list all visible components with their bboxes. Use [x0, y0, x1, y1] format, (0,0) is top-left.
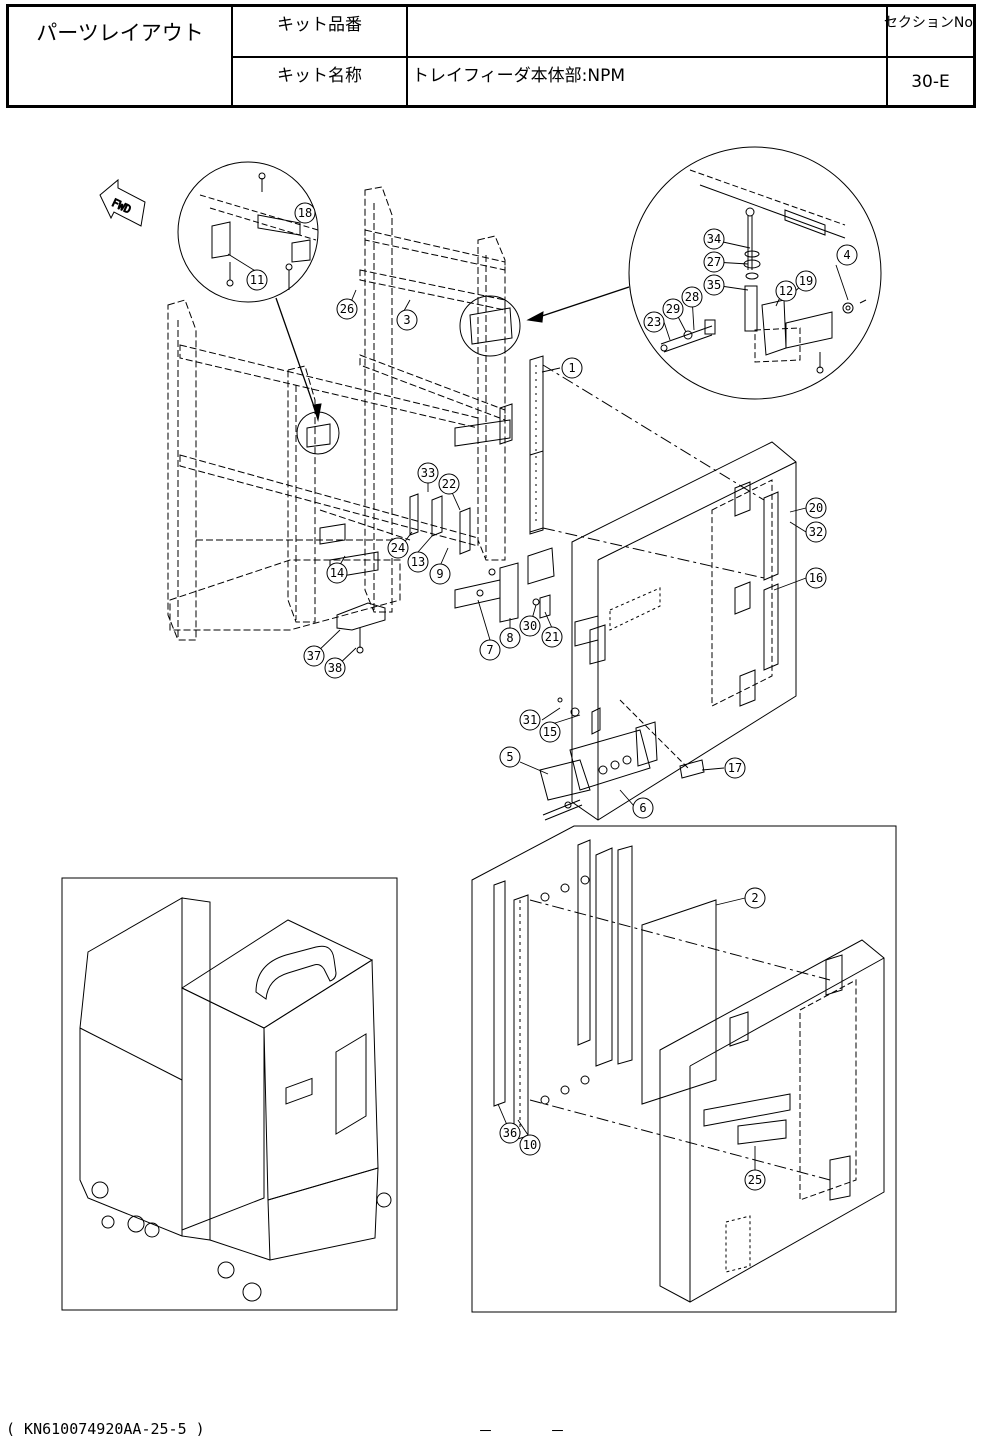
callout-12: 12	[776, 281, 796, 301]
callout-number: 6	[639, 801, 646, 815]
callout-4: 4	[837, 245, 857, 265]
rail-parts	[455, 356, 543, 534]
callout-number: 31	[523, 713, 537, 727]
callout-number: 38	[328, 661, 342, 675]
callout-number: 36	[503, 1126, 517, 1140]
callout-18: 18	[295, 203, 315, 223]
detail-circle-right	[528, 147, 881, 399]
callout-number: 15	[543, 725, 557, 739]
callout-number: 20	[809, 501, 823, 515]
callout-9: 9	[430, 564, 450, 584]
callout-number: 13	[411, 555, 425, 569]
callout-number: 23	[647, 315, 661, 329]
callout-35: 35	[704, 275, 724, 295]
callout-36: 36	[500, 1123, 520, 1143]
callout-number: 27	[707, 255, 721, 269]
callout-number: 17	[728, 761, 742, 775]
callout-32: 32	[806, 522, 826, 542]
callout-3: 3	[397, 310, 417, 330]
detail-target-part	[470, 308, 512, 344]
callout-number: 5	[506, 750, 513, 764]
callout-21: 21	[542, 627, 562, 647]
callout-28: 28	[682, 287, 702, 307]
callout-26: 26	[337, 299, 357, 319]
fwd-arrow-icon: FWD	[100, 180, 145, 226]
callout-number: 21	[545, 630, 559, 644]
callout-number: 7	[486, 643, 493, 657]
callout-38: 38	[325, 658, 345, 678]
assembled-view	[62, 878, 397, 1310]
callout-34: 34	[704, 229, 724, 249]
callout-2: 2	[745, 888, 765, 908]
callout-number: 2	[751, 891, 758, 905]
callout-10: 10	[520, 1135, 540, 1155]
callout-20: 20	[806, 498, 826, 518]
main-panel	[543, 365, 796, 820]
callout-number: 16	[809, 571, 823, 585]
callout-15: 15	[540, 722, 560, 742]
callout-number: 1	[568, 361, 575, 375]
callout-8: 8	[500, 628, 520, 648]
callout-number: 24	[391, 541, 405, 555]
callout-number: 9	[436, 567, 443, 581]
detail-circle-left	[178, 162, 321, 420]
callout-number: 8	[506, 631, 513, 645]
callout-7: 7	[480, 640, 500, 660]
callout-11: 11	[247, 270, 267, 290]
callout-6: 6	[633, 798, 653, 818]
callout-33: 33	[418, 463, 438, 483]
callout-number: 28	[685, 290, 699, 304]
callout-number: 12	[779, 284, 793, 298]
callout-13: 13	[408, 552, 428, 572]
document-code: ( KN610074920AA-25-5 )	[6, 1420, 205, 1438]
callout-14: 14	[327, 563, 347, 583]
callout-number: 29	[666, 302, 680, 316]
page-marks: － －	[478, 1420, 565, 1441]
callout-number: 30	[523, 619, 537, 633]
callout-1: 1	[562, 358, 582, 378]
callout-number: 14	[330, 566, 344, 580]
callout-23: 23	[644, 312, 664, 332]
callout-number: 3	[403, 313, 410, 327]
callout-19: 19	[796, 271, 816, 291]
callout-number: 11	[250, 273, 264, 287]
callout-29: 29	[663, 299, 683, 319]
callout-number: 4	[843, 248, 850, 262]
callout-number: 25	[748, 1173, 762, 1187]
callout-17: 17	[725, 758, 745, 778]
callout-5: 5	[500, 747, 520, 767]
callout-number: 22	[442, 477, 456, 491]
callout-number: 18	[298, 206, 312, 220]
exploded-panel-view	[472, 826, 896, 1312]
callout-25: 25	[745, 1170, 765, 1190]
callout-number: 32	[809, 525, 823, 539]
callout-24: 24	[388, 538, 408, 558]
callout-number: 26	[340, 302, 354, 316]
callout-number: 34	[707, 232, 721, 246]
callout-number: 37	[307, 649, 321, 663]
callout-31: 31	[520, 710, 540, 730]
callout-22: 22	[439, 474, 459, 494]
callout-30: 30	[520, 616, 540, 636]
callout-number: 19	[799, 274, 813, 288]
callout-16: 16	[806, 568, 826, 588]
callout-number: 33	[421, 466, 435, 480]
callout-number: 35	[707, 278, 721, 292]
callout-37: 37	[304, 646, 324, 666]
callout-27: 27	[704, 252, 724, 272]
bottom-brackets	[540, 698, 704, 820]
detail-target-part	[307, 424, 330, 447]
callout-number: 10	[523, 1138, 537, 1152]
